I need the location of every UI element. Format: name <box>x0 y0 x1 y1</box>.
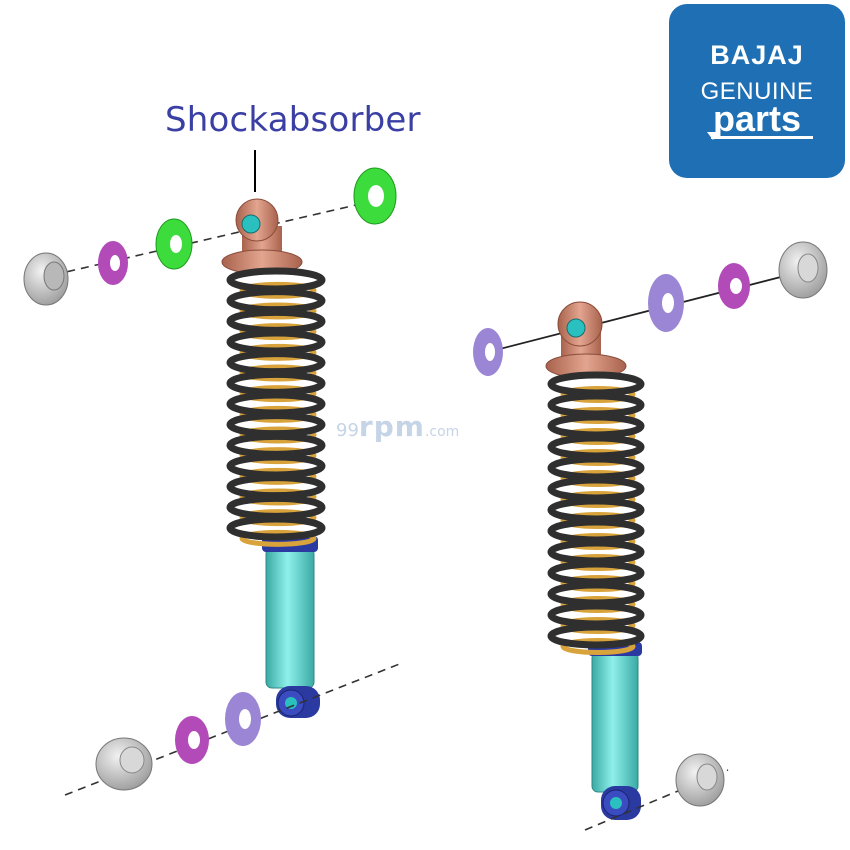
spring-outer-coil <box>226 432 326 458</box>
spring-inner-coil <box>239 426 317 444</box>
spring-outer-coil <box>226 412 326 438</box>
spring-inner-coil <box>560 596 636 613</box>
watermark: 99rpm.com <box>336 410 459 443</box>
spring-inner-coil <box>560 491 636 508</box>
spring-inner-coil <box>560 470 636 487</box>
spring-outer-coil <box>226 350 326 376</box>
spring-outer-coil <box>547 455 645 481</box>
spring-outer-coil <box>547 623 645 649</box>
washer-icon <box>225 692 261 746</box>
spring-outer-coil <box>226 267 326 293</box>
spring-outer-coil <box>547 371 645 397</box>
spring-outer-coil <box>226 453 326 479</box>
spring-outer-coil <box>547 539 645 565</box>
spring-inner-coil <box>239 447 317 465</box>
spring-inner-coil <box>560 428 636 445</box>
right-top-hardware <box>473 241 828 376</box>
spring-outer-coil <box>226 391 326 417</box>
spring-outer-coil <box>547 560 645 586</box>
spring-inner-coil <box>560 386 636 403</box>
spring-inner-coil <box>560 512 636 529</box>
spring-inner-coil <box>560 449 636 466</box>
right-bottom-hardware <box>675 753 725 807</box>
nut-icon <box>95 737 153 791</box>
watermark-dom: .com <box>424 424 460 440</box>
spring-inner-coil <box>239 364 317 382</box>
left-damper-body <box>265 547 315 689</box>
right-top-axis-line <box>487 269 809 353</box>
shockabsorber-callout-label: Shockabsorber <box>165 100 421 140</box>
spring-outer-coil <box>547 581 645 607</box>
spring-inner-coil <box>239 323 317 341</box>
washer-icon <box>718 263 750 309</box>
right-bottom-eye-bush <box>610 797 622 809</box>
washer-icon <box>98 241 128 285</box>
spring-outer-coil <box>226 494 326 520</box>
spring-outer-coil <box>226 329 326 355</box>
logo-pointer <box>707 132 719 140</box>
right-shock-absorber <box>487 269 809 831</box>
spring-inner-coil <box>560 575 636 592</box>
spring-inner-coil <box>560 533 636 550</box>
spring-inner-coil <box>239 343 317 361</box>
right-top-eye-bush <box>566 318 586 338</box>
spring-outer-coil <box>547 434 645 460</box>
left-top-eye-bush <box>241 214 261 234</box>
spring-inner-coil <box>560 407 636 424</box>
watermark-rpm: rpm <box>358 410 425 443</box>
spring-inner-coil <box>560 617 636 634</box>
spring-inner-coil <box>239 302 317 320</box>
spring-inner-coil <box>239 281 317 299</box>
spring-outer-coil <box>226 288 326 314</box>
spring-outer-coil <box>547 518 645 544</box>
logo-genuine: GENUINE <box>700 78 814 105</box>
right-spring <box>547 371 645 655</box>
right-damper-body <box>591 651 639 793</box>
spring-inner-coil <box>560 554 636 571</box>
spring-outer-coil <box>547 497 645 523</box>
bajaj-logo-icon: BAJAJ GENUINE parts <box>669 4 845 178</box>
left-top-axis-line <box>39 195 396 279</box>
spring-outer-coil <box>547 392 645 418</box>
washer-icon <box>155 218 193 270</box>
spring-outer-coil <box>547 602 645 628</box>
logo-parts: parts <box>712 98 802 139</box>
washer-icon <box>473 328 503 376</box>
spring-outer-coil <box>226 308 326 334</box>
watermark-nums: 99 <box>336 420 359 441</box>
spring-inner-coil <box>560 638 636 655</box>
washer-icon <box>353 167 397 225</box>
spring-outer-coil <box>547 476 645 502</box>
logo-brand: BAJAJ <box>710 40 804 70</box>
left-top-hardware <box>23 167 397 306</box>
spring-outer-coil <box>226 474 326 500</box>
left-spring <box>226 267 326 547</box>
logo-underline <box>711 136 813 139</box>
nut-icon <box>23 252 69 306</box>
spring-inner-coil <box>239 529 317 547</box>
nut-icon <box>778 241 828 299</box>
spring-inner-coil <box>239 467 317 485</box>
left-bottom-hardware <box>95 692 261 791</box>
nut-icon <box>675 753 725 807</box>
spring-outer-coil <box>226 515 326 541</box>
left-shock-absorber <box>39 150 403 796</box>
spring-inner-coil <box>239 405 317 423</box>
spring-inner-coil <box>239 385 317 403</box>
washer-icon <box>175 716 209 764</box>
spring-inner-coil <box>239 488 317 506</box>
spring-outer-coil <box>226 370 326 396</box>
spring-inner-coil <box>239 509 317 527</box>
spring-outer-coil <box>547 413 645 439</box>
washer-icon <box>648 274 684 332</box>
